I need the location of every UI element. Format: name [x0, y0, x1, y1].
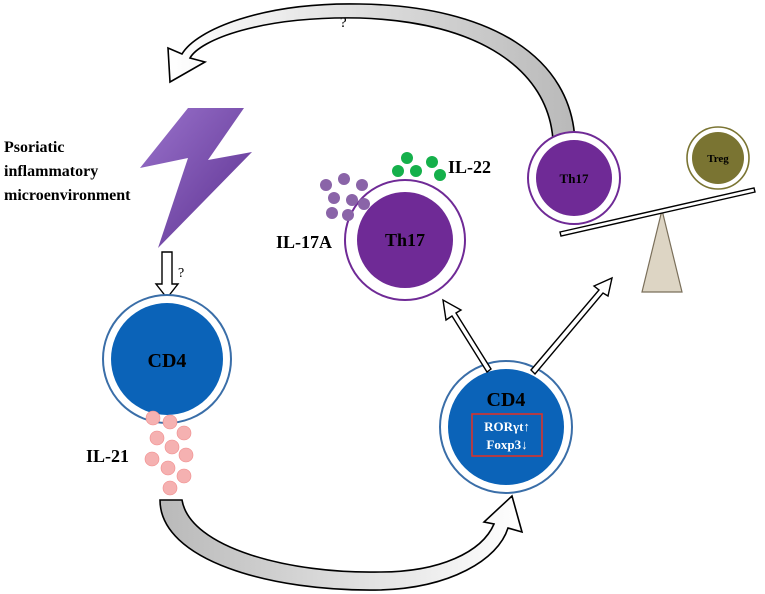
il21-dot — [160, 460, 176, 476]
down-question-mark: ? — [178, 266, 184, 281]
treg-cell-balance: Treg — [686, 126, 750, 190]
il17a-dot — [326, 207, 338, 219]
treg-label: Treg — [707, 153, 729, 165]
il21-dot — [176, 425, 192, 441]
bottom-curved-arrow — [159, 494, 524, 591]
top-feedback-arrow — [167, 3, 576, 143]
il22-dots — [392, 152, 446, 181]
il21-dot — [162, 414, 178, 430]
il21-dots — [144, 410, 194, 496]
cd4-left-nucleus — [111, 303, 223, 415]
il21-label: IL-21 — [86, 446, 129, 466]
cd4-cell-right: CD4 RORγt↑ Foxp3↓ — [439, 360, 573, 494]
th17-cell-balance: Th17 — [527, 131, 621, 225]
il22-dot — [401, 152, 413, 164]
il17a-dot — [356, 179, 368, 191]
trigger-line-1: Psoriatic — [4, 139, 64, 156]
arrow-to-balance — [530, 276, 613, 376]
il22-dot — [392, 165, 404, 177]
bottom-arrow-shape — [159, 494, 524, 591]
balance-fulcrum — [641, 209, 683, 293]
il22-dot — [434, 169, 446, 181]
il21-dot — [176, 468, 192, 484]
il21-dot — [178, 447, 194, 463]
il22-label: IL-22 — [448, 157, 491, 177]
il17a-dot — [358, 198, 370, 210]
th17-balance-label: Th17 — [560, 171, 589, 186]
balance-beam — [559, 187, 756, 237]
top-arrow-shape — [167, 3, 576, 143]
il21-dot — [162, 480, 178, 496]
il17a-label: IL-17A — [276, 232, 332, 252]
trigger-line-2: inflammatory — [4, 163, 98, 180]
treg-nucleus — [692, 132, 744, 184]
th17-center-nucleus — [357, 192, 453, 288]
il22-dot — [426, 156, 438, 168]
il21-dot — [144, 451, 160, 467]
il21-dot — [145, 410, 161, 426]
down-arrow — [154, 251, 180, 300]
cd4-right-label: CD4 — [487, 389, 526, 411]
il17a-dot — [328, 192, 340, 204]
trigger-label: Psoriatic inflammatory microenvironment — [4, 139, 131, 204]
foxp3-marker: Foxp3↓ — [486, 437, 527, 452]
arrow-to-th17 — [442, 298, 492, 374]
il21-dot — [149, 430, 165, 446]
cd4-left-label: CD4 — [148, 350, 187, 372]
il17a-dot — [346, 194, 358, 206]
ror-gamma-t-marker: RORγt↑ — [484, 419, 530, 434]
cd4-cell-left: CD4 — [102, 294, 232, 424]
il17a-dot — [342, 209, 354, 221]
th17-center-label: Th17 — [385, 230, 425, 250]
th17-balance-nucleus — [536, 140, 612, 216]
il17a-dot — [320, 179, 332, 191]
marker-box — [471, 413, 543, 457]
th17-cell-center: Th17 — [344, 179, 466, 301]
balance-scale — [559, 187, 756, 293]
trigger-line-3: microenvironment — [4, 187, 131, 204]
lightning-bolt-icon — [140, 108, 252, 248]
il21-dot — [164, 439, 180, 455]
il17a-dot — [338, 173, 350, 185]
il17a-dots — [320, 173, 370, 221]
il22-dot — [410, 165, 422, 177]
top-question-mark: ? — [340, 15, 347, 31]
